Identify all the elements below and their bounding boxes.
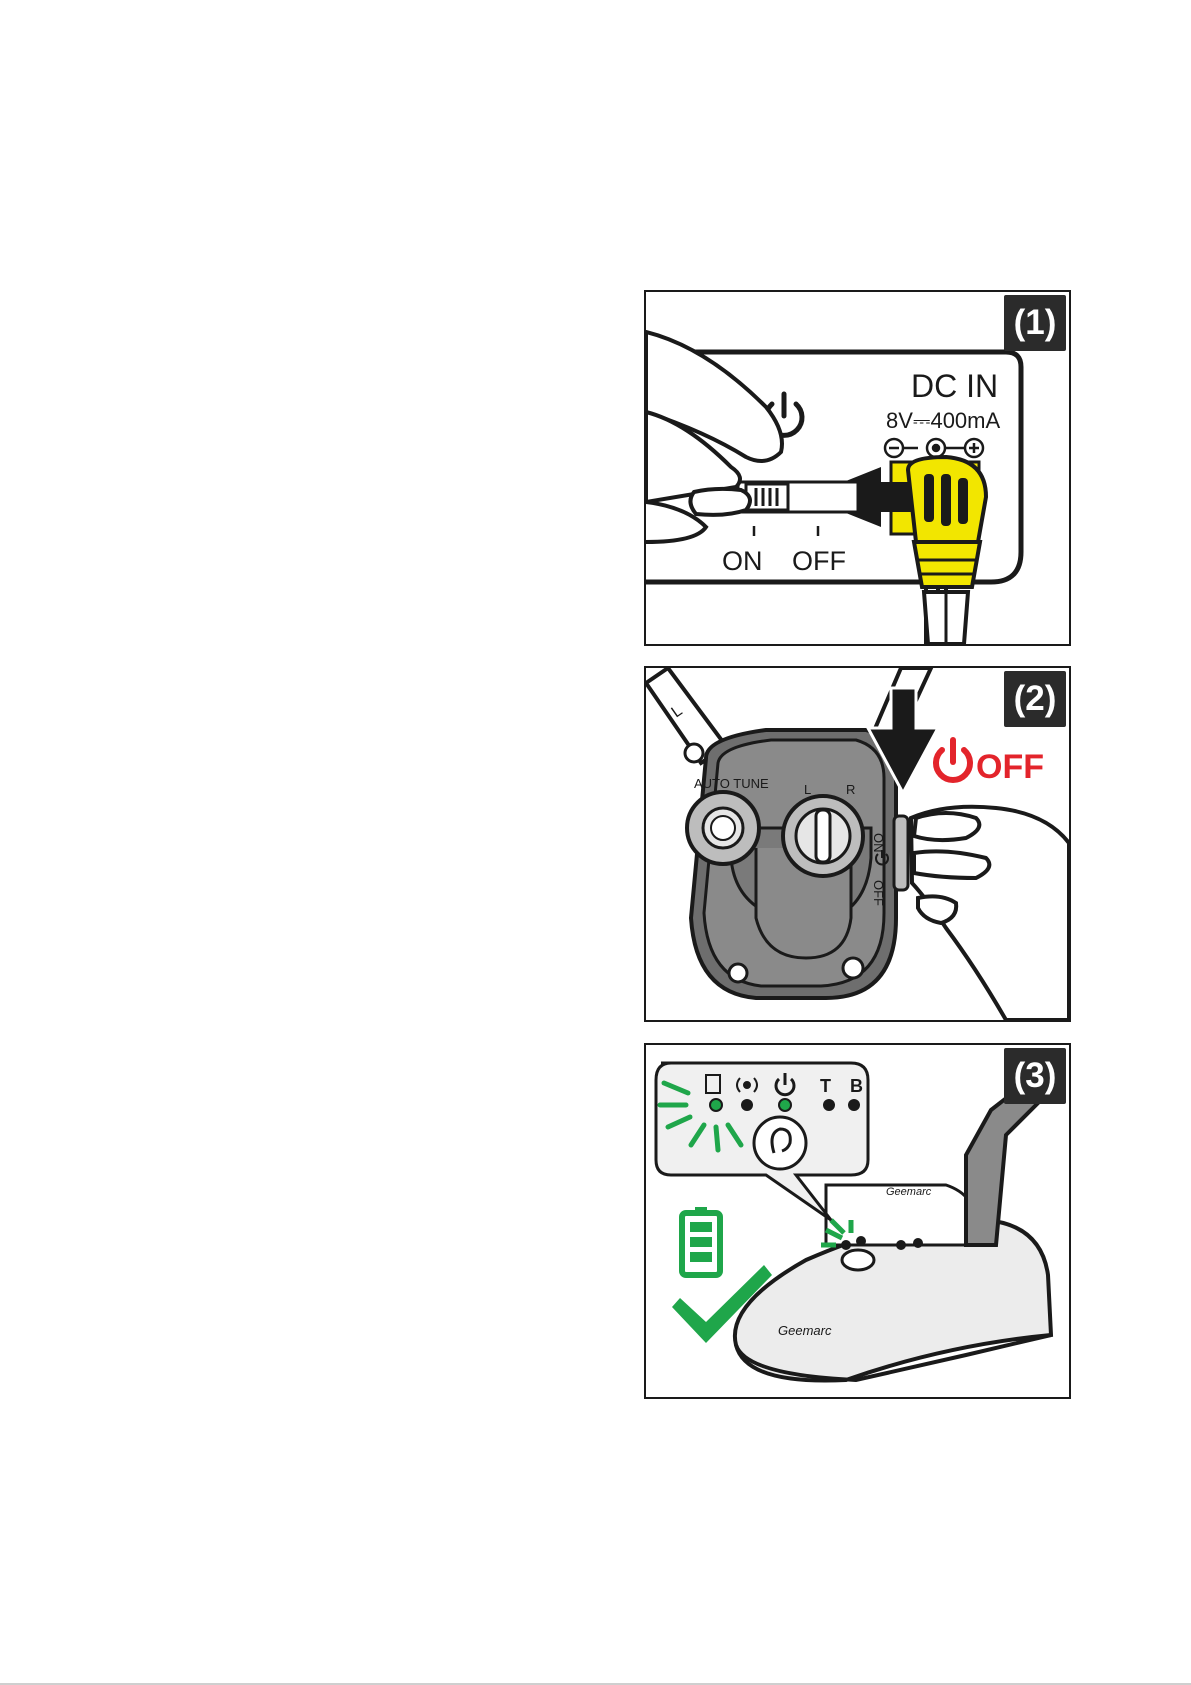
dial-l-label: L: [804, 782, 811, 797]
auto-tune-dial[interactable]: [687, 792, 759, 864]
step-1-panel: (1) DC IN 8V⎓400mA: [644, 290, 1071, 646]
charging-base: [735, 1185, 1051, 1381]
ear-icon: [754, 1117, 806, 1169]
dc-plug: [908, 457, 986, 644]
bass-label: B: [850, 1076, 863, 1096]
step-1-number: (1): [1004, 295, 1066, 351]
auto-tune-label: AUTO TUNE: [694, 776, 769, 791]
switch-off-label: OFF: [792, 546, 846, 576]
power-slide-switch[interactable]: [746, 484, 788, 510]
brand-label-headset: Geemarc: [886, 1186, 932, 1198]
step-2-number: (2): [1004, 671, 1066, 727]
dc-in-label: DC IN: [911, 368, 998, 404]
side-off-label: OFF: [871, 880, 886, 906]
receiver-power-switch[interactable]: [894, 816, 908, 890]
hand-illustration: [911, 807, 1069, 1020]
switch-on-label: ON: [722, 546, 763, 576]
dial-r-label: R: [846, 782, 855, 797]
step-3-number: (3): [1004, 1048, 1066, 1104]
step-3-panel: (3) Geemarc Geemarc: [644, 1043, 1071, 1399]
balance-dial[interactable]: [783, 796, 863, 876]
side-on-label: ON: [871, 833, 886, 853]
power-off-label: OFF: [976, 748, 1044, 786]
step-2-panel: (2) L AUTO TUNE L R ON: [644, 666, 1071, 1022]
dc-rating-label: 8V⎓400mA: [886, 408, 1000, 433]
battery-icon: [682, 1207, 720, 1275]
treble-label: T: [820, 1076, 831, 1096]
ear-button[interactable]: [842, 1250, 874, 1270]
power-off-icon: [936, 740, 970, 780]
brand-label-base: Geemarc: [778, 1323, 832, 1338]
